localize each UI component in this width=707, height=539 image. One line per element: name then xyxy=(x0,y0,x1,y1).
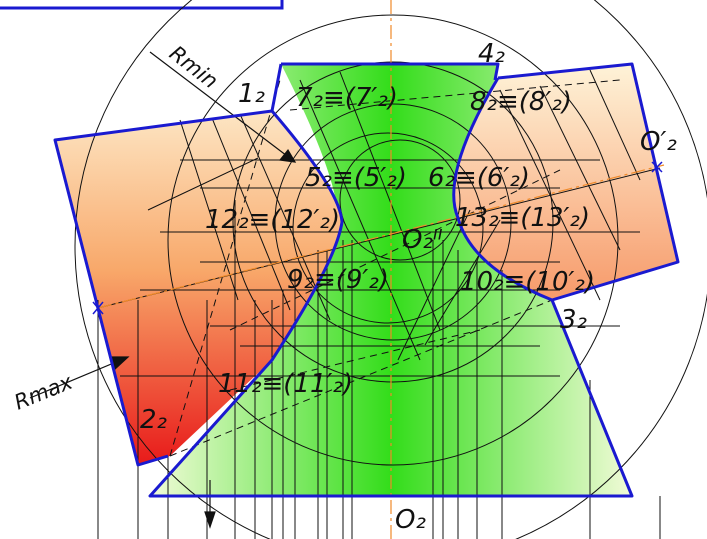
point-3-label: 3₂ xyxy=(560,305,587,335)
o-bottom-label: O₂ xyxy=(395,505,426,535)
point-10-label: 10₂≡(10′₂) xyxy=(460,267,595,297)
point-11-label: 11₂≡(11′₂) xyxy=(218,369,353,399)
point-labels: Rmin Rmax 1₂ 2₂ 3₂ 4₂ 7₂≡(7′₂) 8₂≡(8′₂) … xyxy=(11,39,677,535)
axes xyxy=(97,0,665,539)
point-13-label: 13₂≡(13′₂) xyxy=(455,203,590,233)
point-5-label: 5₂≡(5′₂) xyxy=(305,163,407,193)
hidden-lines xyxy=(169,79,621,457)
construction-circles xyxy=(74,0,707,539)
tick-marks xyxy=(92,161,663,315)
point-1-label: 1₂ xyxy=(238,79,265,109)
point-8-label: 8₂≡(8′₂) xyxy=(470,87,572,117)
point-6-label: 6₂≡(6′₂) xyxy=(428,163,530,193)
point-2-label: 2₂ xyxy=(140,405,167,435)
visible-outlines xyxy=(53,62,680,498)
point-9-label: 9₂≡(9′₂) xyxy=(287,265,389,295)
o-prime-label: O′₂ xyxy=(640,127,677,157)
prism-construction xyxy=(54,69,661,361)
point-12-label: 12₂≡(12′₂) xyxy=(205,205,340,235)
point-4-label: 4₂ xyxy=(478,39,505,69)
rmax-label: Rmax xyxy=(11,370,76,415)
point-7-label: 7₂≡(7′₂) xyxy=(296,83,398,113)
title-block-fragment xyxy=(0,0,284,10)
center-o-label: O₂ᴵᴵ xyxy=(402,225,443,255)
projection-lines xyxy=(97,200,661,539)
